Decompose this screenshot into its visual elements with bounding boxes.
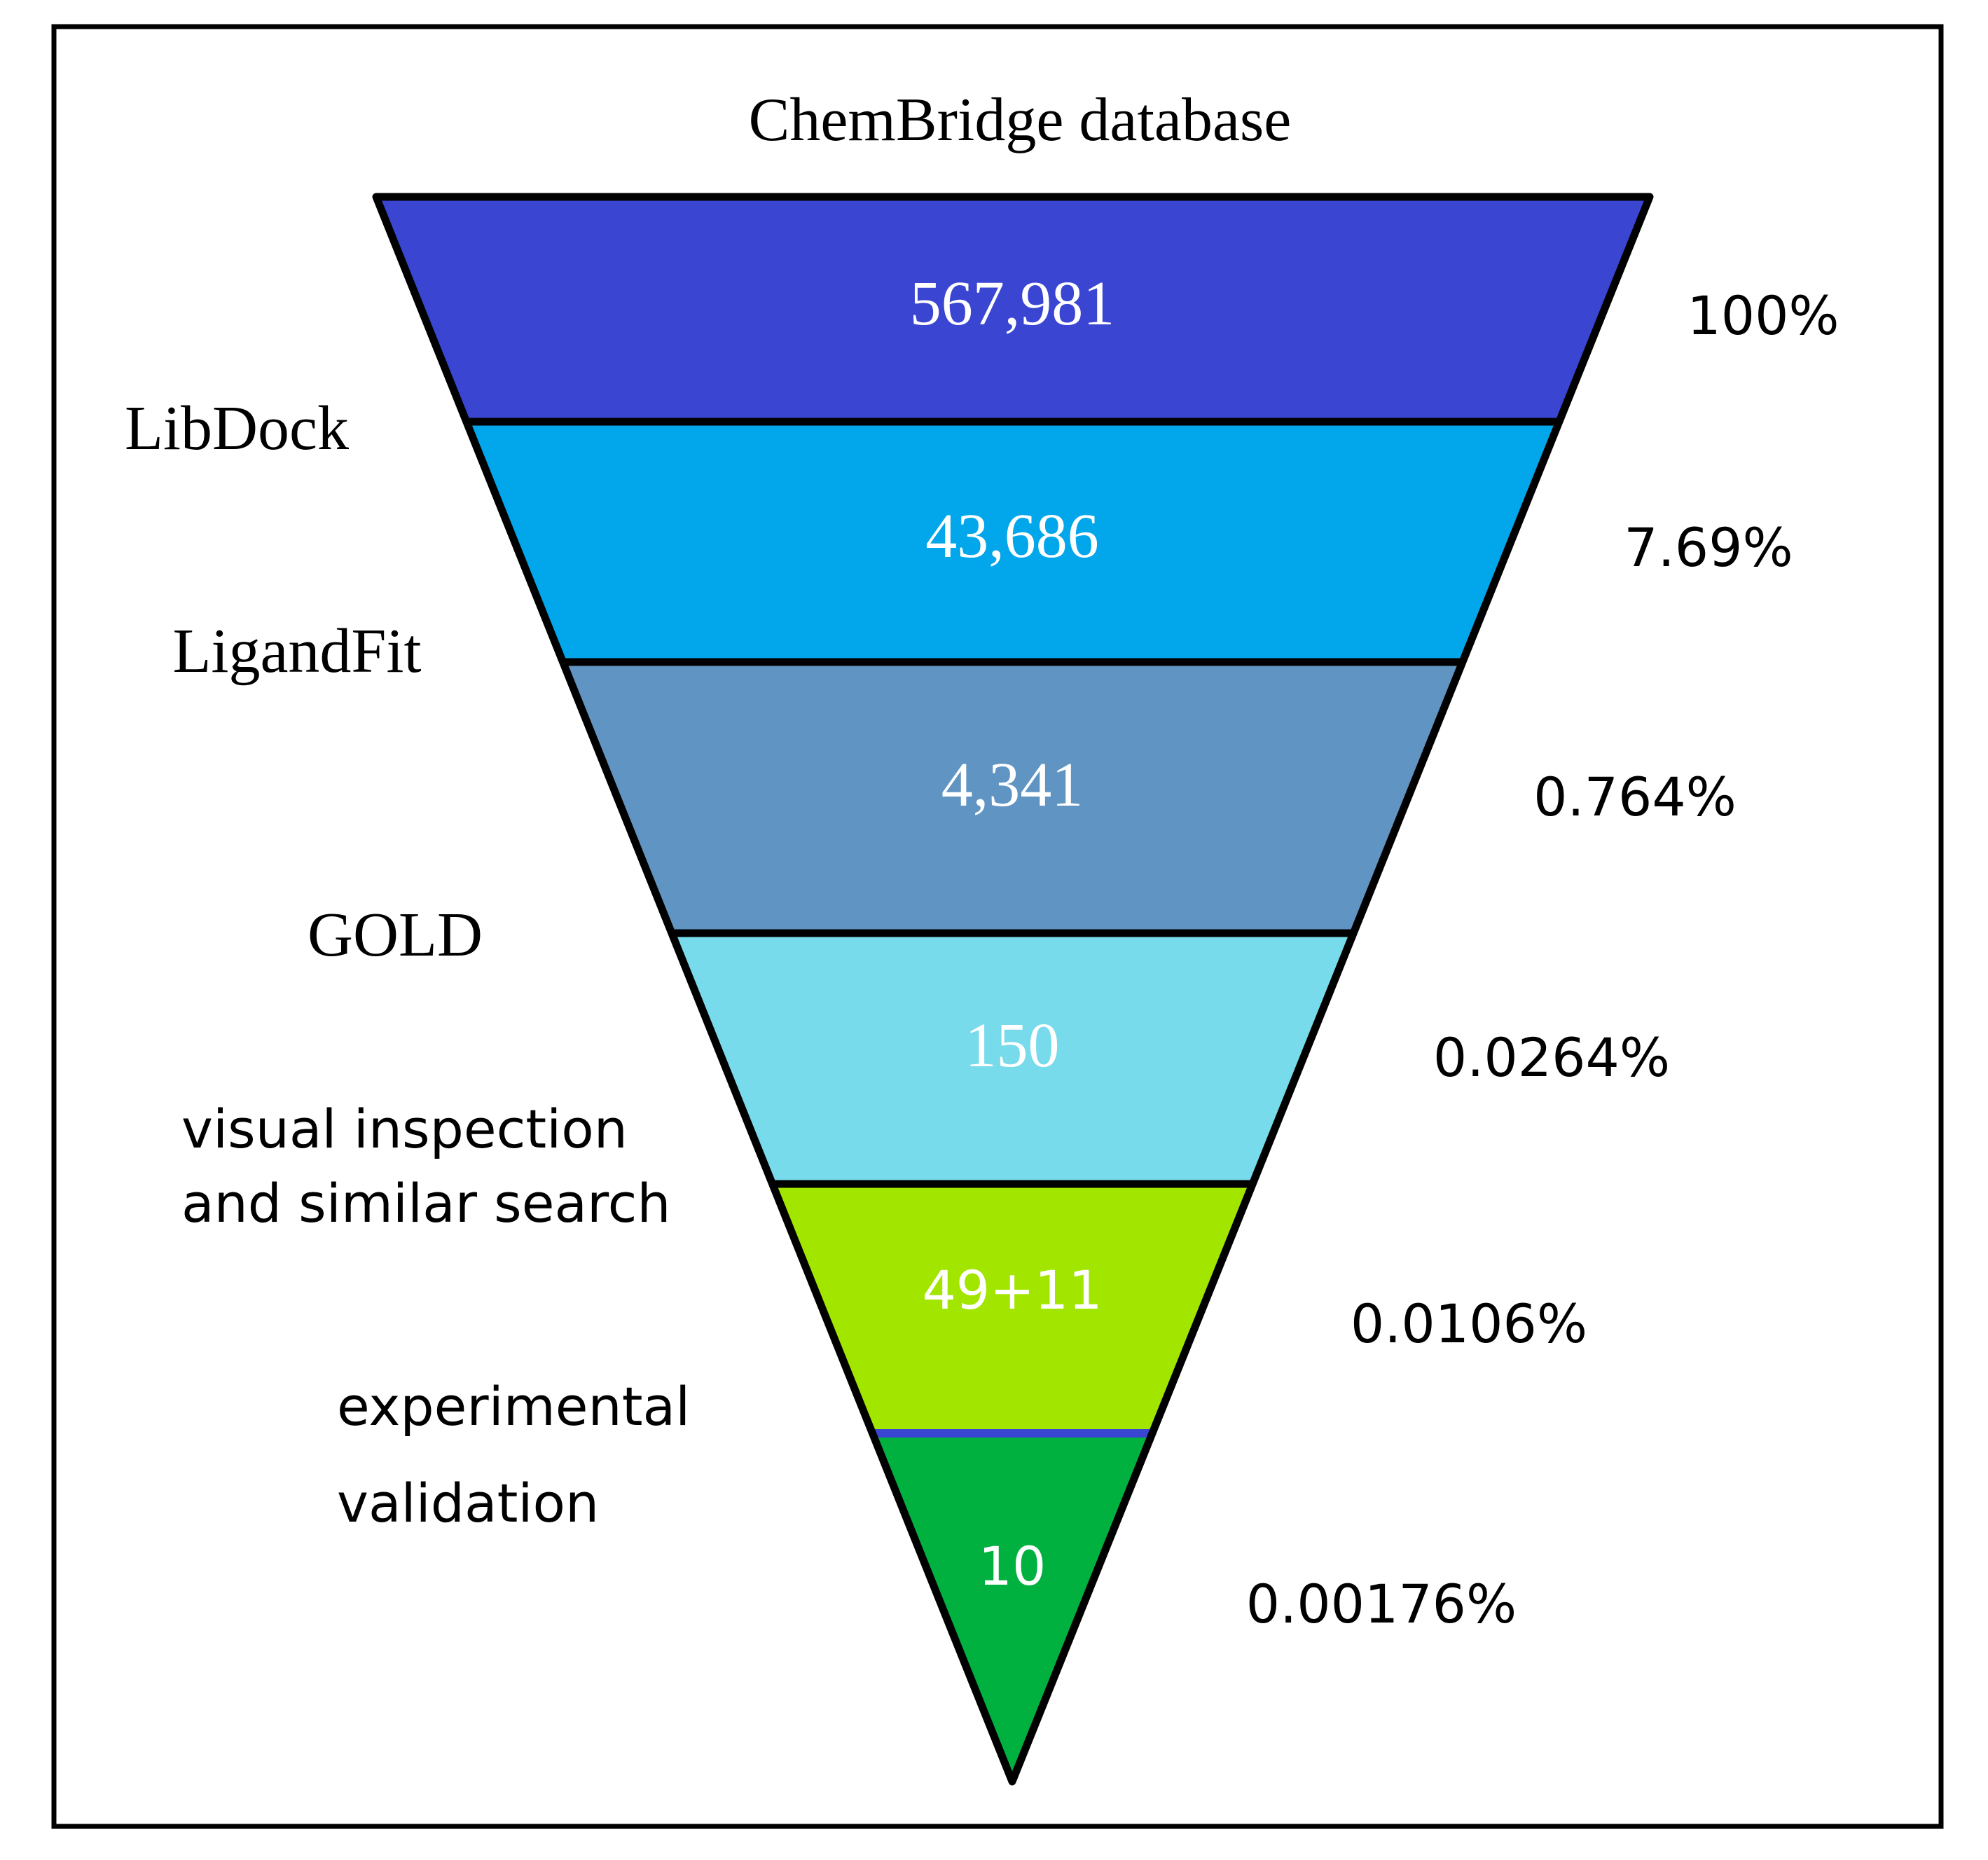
funnel-stages [376, 197, 1650, 1782]
funnel-outline [372, 193, 1654, 1786]
stage-count-3: 4,341 [941, 750, 1084, 820]
funnel-stage-2 [466, 422, 1559, 662]
step-label-experimental-line1: experimental [337, 1375, 690, 1438]
funnel-stage-5 [772, 1184, 1253, 1433]
stage-percent-5: 0.0106% [1351, 1293, 1587, 1355]
stage-count-6: 10 [979, 1535, 1047, 1597]
diagram-title: ChemBridge database [749, 86, 1292, 154]
funnel-stage-3 [562, 662, 1463, 933]
step-label-gold: GOLD [308, 900, 483, 970]
step-label-visual-inspection-line1: visual inspection [181, 1098, 628, 1160]
step-label-libdock: LibDock [125, 394, 349, 463]
stage-percentages: 100% 7.69% 0.764% 0.0264% 0.0106% 0.0017… [1246, 284, 1839, 1635]
screening-steps: LibDock LigandFit GOLD visual inspection… [125, 394, 690, 1534]
funnel-stage-6 [872, 1433, 1152, 1782]
step-label-experimental-line2: validation [337, 1472, 599, 1534]
stage-count-2: 43,686 [925, 502, 1099, 571]
stage-count-5: 49+11 [922, 1259, 1102, 1321]
stage-counts: 567,981 43,686 4,341 150 49+11 10 [910, 269, 1115, 1597]
funnel-stage-4 [671, 933, 1354, 1184]
stage-count-4: 150 [965, 1011, 1060, 1080]
stage-percent-3: 0.764% [1533, 766, 1737, 828]
funnel-stage-1 [376, 197, 1650, 422]
step-label-ligandfit: LigandFit [173, 616, 422, 686]
stage-percent-2: 7.69% [1624, 516, 1793, 579]
stage-percent-4: 0.0264% [1433, 1026, 1670, 1089]
step-label-visual-inspection-line2: and similar search [181, 1172, 671, 1234]
stage-percent-6: 0.00176% [1246, 1573, 1517, 1635]
stage-count-1: 567,981 [910, 269, 1115, 338]
stage-percent-1: 100% [1687, 284, 1839, 347]
